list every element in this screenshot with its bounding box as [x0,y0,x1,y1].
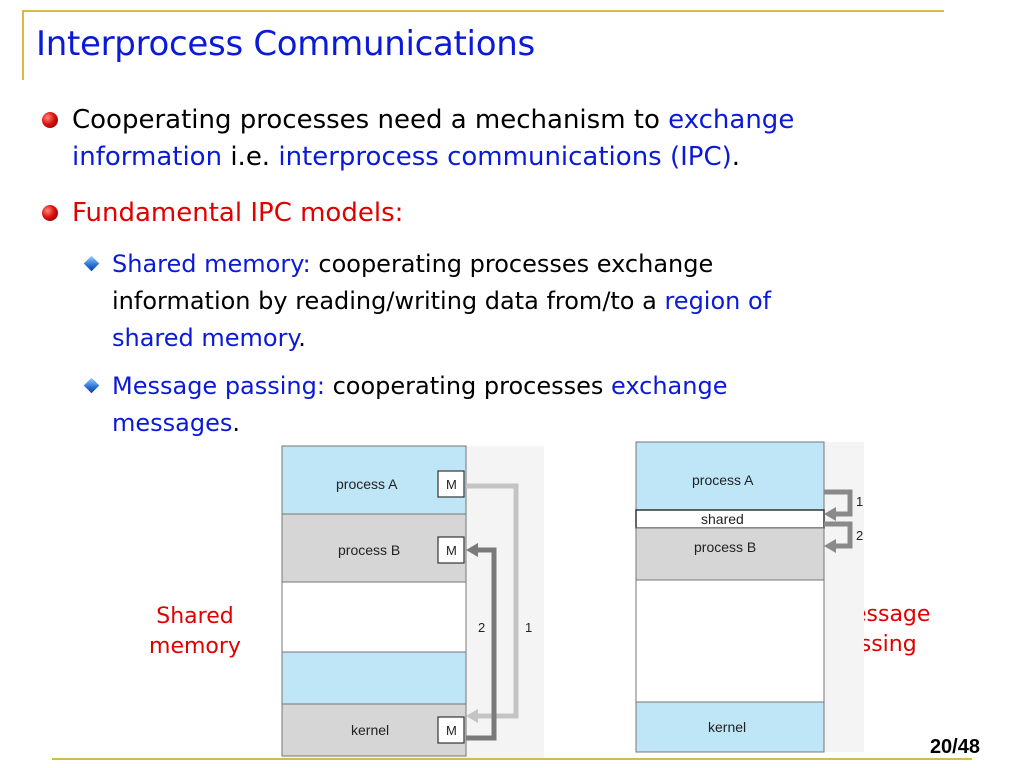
highlight-shared-memory: shared memory [112,324,299,352]
highlight-messages: messages [112,409,233,437]
arrow-2-number: 2 [478,620,485,635]
red-bullet-icon [42,112,58,128]
process-b-block [635,527,825,581]
term-message-passing: Message passing: [112,372,325,400]
arrow-2-path [466,547,497,741]
shared-memory-label: Shared memory [140,602,250,662]
term-shared-memory: Shared memory: [112,250,311,278]
kernel-label: kernel [708,719,746,735]
arrow-1-number: 1 [856,494,863,509]
bullet-ipc-need: Cooperating processes need a mechanism t… [72,102,952,176]
subbullet-text: . [232,409,241,437]
arrow-2-head [466,543,478,557]
kernel-label: kernel [351,722,389,738]
bullet-text: . [731,142,741,172]
shared-label: shared [701,511,744,527]
label-line: memory [149,634,241,659]
highlight-ipc: interprocess communications (IPC) [278,142,732,172]
kernel-block [635,701,825,753]
free-block [635,579,825,703]
arrow-1-path [824,489,853,517]
red-bullet-icon [42,205,58,221]
arrow-2-path [824,521,853,549]
slide-number: 20/48 [929,736,980,758]
subbullet-message-passing: Message passing: cooperating processes e… [112,368,942,442]
highlight-information: information [72,142,223,172]
arrow-1-head [466,709,478,723]
kernel-block [281,703,467,757]
process-b-label: process B [338,542,400,558]
m-box-a [437,470,465,498]
m-box-b [437,536,465,564]
slide-title: Interprocess Communications [36,24,535,64]
bullet-text: i.e. [222,142,279,172]
arrow-2-number: 2 [856,528,863,543]
shared-region-block [281,651,467,705]
frame-left-line [22,10,24,80]
arrow-1-number: 1 [525,620,532,635]
highlight-region-of: region of [664,287,772,315]
subbullet-shared-memory: Shared memory: cooperating processes exc… [112,246,942,357]
process-a-block [281,445,467,515]
subbullet-text: cooperating processes [324,372,612,400]
process-a-block [635,441,825,511]
process-a-label: process A [692,472,754,488]
frame-top-line [22,10,944,12]
m-label-kernel: M [446,723,457,738]
process-b-label: process B [694,539,756,555]
arrow-1-head [824,507,836,521]
bullet-text: Cooperating processes need a mechanism t… [72,105,669,135]
label-line: Shared [156,604,234,629]
m-box-kernel [437,716,465,744]
frame-bottom-line [52,758,972,760]
process-a-label: process A [336,476,398,492]
m-label-b: M [446,543,457,558]
subbullet-text: information by reading/writing data from… [112,287,665,315]
highlight-exchange: exchange [668,105,795,135]
arrow-2-head [824,539,836,553]
highlight-exchange: exchange [611,372,728,400]
subbullet-text: cooperating processes exchange [310,250,714,278]
bullet-ipc-models: Fundamental IPC models: [72,198,404,228]
m-label-a: M [446,477,457,492]
subbullet-text: . [298,324,306,352]
free-block [281,581,467,653]
